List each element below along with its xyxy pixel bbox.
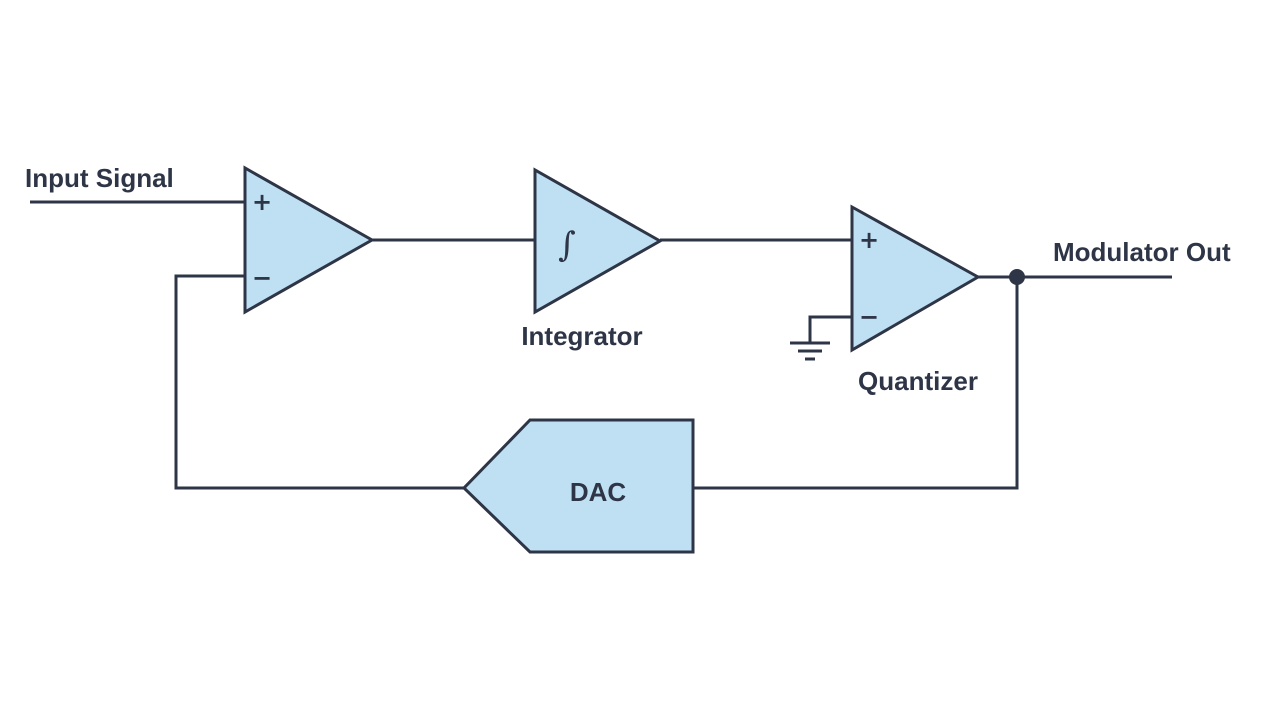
- integrator-block: [533, 167, 664, 315]
- quantizer-label: Quantizer: [858, 366, 978, 396]
- junction-dot: [1009, 269, 1025, 285]
- dac-block: [461, 418, 695, 554]
- ground-icon: [790, 341, 830, 361]
- ground-wire: [808, 315, 852, 343]
- quantizer-minus-sign: −: [859, 303, 879, 331]
- dac-label: DAC: [570, 477, 627, 507]
- summing-amplifier: [243, 165, 376, 315]
- summer-plus-sign: +: [252, 188, 272, 216]
- quantizer-plus-sign: +: [859, 226, 879, 254]
- dac-to-summer-wire: [174, 274, 464, 490]
- summer-minus-sign: −: [252, 264, 272, 292]
- feedback-to-dac-wire: [693, 277, 1019, 490]
- integrator-label: Integrator: [521, 321, 642, 351]
- modulator-out-label: Modulator Out: [1053, 237, 1231, 267]
- integral-symbol: ∫: [558, 225, 576, 265]
- input-signal-label: Input Signal: [25, 163, 174, 193]
- quantizer-comparator: [850, 204, 982, 353]
